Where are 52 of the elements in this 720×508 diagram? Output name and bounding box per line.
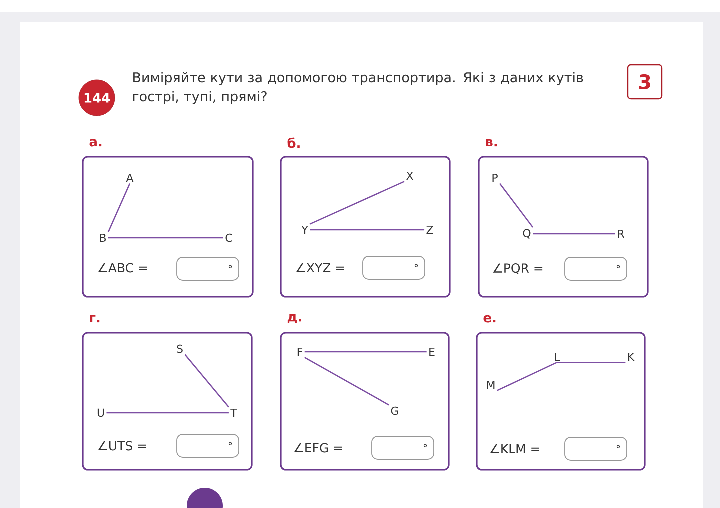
point-label: Z [426,226,434,234]
angle-ray [533,233,616,235]
level-box: 3 [627,64,663,100]
number-badge [187,488,223,508]
point-label: G [391,406,398,416]
panel-heading: е. [484,315,496,323]
point-label: L [555,353,560,361]
angle-ray [310,181,405,225]
point-label: B [100,234,106,242]
angle-formula: ∠KLM = [490,444,540,454]
point-label: T [230,409,238,417]
answer-field: ° [372,436,434,460]
angle-ray [497,362,558,392]
point-label: R [618,230,624,238]
panel-heading: а. [90,139,102,147]
angle-formula: ∠UTS = [98,441,146,451]
angle-ray [304,357,390,406]
point-label: Y [302,226,308,234]
task-text: Виміряйте кути за допомогою транспортира. Які з даних кутів гострі, тупі, прямі? [133,72,584,104]
point-label: P [492,174,498,182]
answer-field: ° [176,257,240,281]
point-label: X [406,172,414,180]
panel-heading: в. [486,139,498,147]
angle-formula: ∠PQR = [493,264,543,274]
panel-heading: б. [288,138,300,148]
point-label: E [430,348,435,356]
angle-formula: ∠EFG = [294,443,342,453]
point-label: Q [523,229,531,239]
point-label: C [226,234,232,242]
answer-field: ° [564,437,628,461]
panel-heading: д. [288,314,302,324]
angle-ray [108,237,224,239]
point-label: A [126,174,134,182]
angle-ray [108,183,131,233]
angle-ray [184,354,230,408]
answer-field: ° [362,256,426,280]
angle-ray [304,351,427,353]
point-label: S [177,344,183,354]
point-label: U [98,408,104,418]
panel-heading: г. [90,315,100,323]
angle-ray [557,362,626,364]
angle-ray [500,183,534,228]
angle-formula: ∠ABC = [98,263,148,273]
answer-field: ° [564,257,628,281]
number-badge: 144 [78,80,116,116]
angle-ray [106,412,229,414]
answer-field: ° [176,434,240,458]
point-label: F [298,348,303,356]
point-label: M [487,381,495,389]
angle-ray [310,229,425,231]
angle-formula: ∠XYZ = [296,263,344,273]
point-label: K [628,353,635,361]
